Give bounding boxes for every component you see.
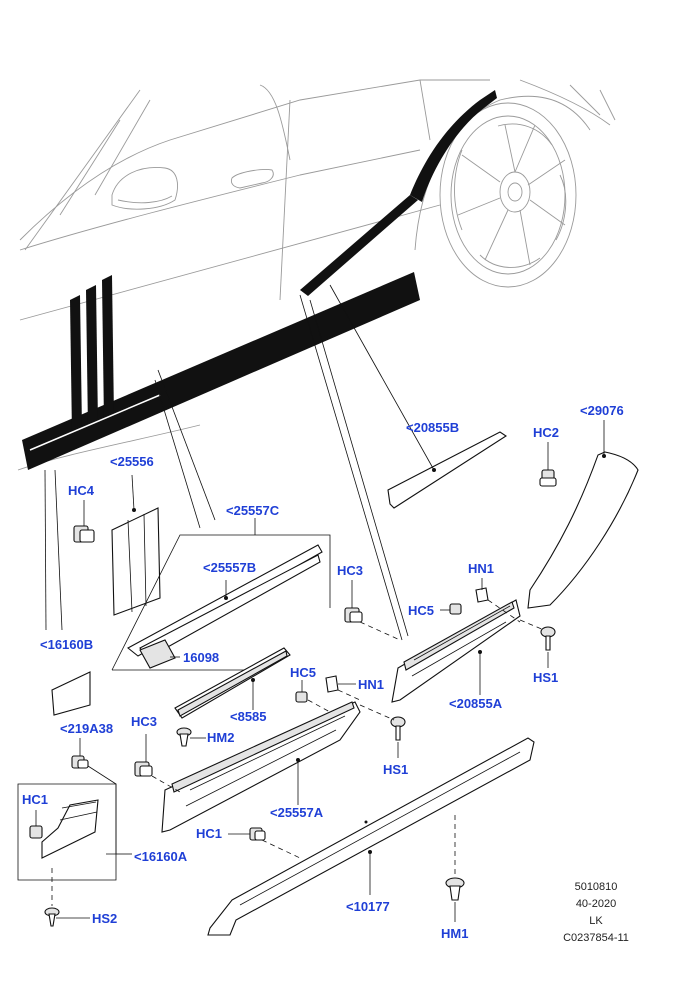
- label-25557C[interactable]: <25557C: [226, 503, 280, 518]
- label-hm2[interactable]: HM2: [207, 730, 234, 745]
- label-25557A[interactable]: <25557A: [270, 805, 324, 820]
- label-16160A[interactable]: <16160A: [134, 849, 188, 864]
- label-hc1-mid[interactable]: HC1: [196, 826, 222, 841]
- screw-hs1-upper[interactable]: [519, 619, 556, 668]
- nut-hn1-lower[interactable]: [325, 675, 361, 701]
- label-8585[interactable]: <8585: [230, 709, 267, 724]
- label-25557B[interactable]: <25557B: [203, 560, 256, 575]
- label-20855B[interactable]: <20855B: [406, 420, 459, 435]
- part-25557A[interactable]: [161, 701, 361, 833]
- label-hc5-upper[interactable]: HC5: [408, 603, 434, 618]
- part-8585[interactable]: [174, 647, 291, 719]
- clip-hm1[interactable]: [445, 815, 465, 922]
- label-hs2[interactable]: HS2: [92, 911, 117, 926]
- vehicle-body-outline: [17, 79, 616, 471]
- nut-hn1-upper[interactable]: [475, 578, 521, 623]
- label-hc3-upper[interactable]: HC3: [337, 563, 363, 578]
- part-16160B[interactable]: [44, 469, 91, 716]
- label-16160B[interactable]: <16160B: [40, 637, 93, 652]
- label-10177[interactable]: <10177: [346, 899, 390, 914]
- label-hc4[interactable]: HC4: [68, 483, 95, 498]
- label-29076[interactable]: <29076: [580, 403, 624, 418]
- part-25556[interactable]: [111, 474, 161, 616]
- clip-hc4[interactable]: [73, 500, 95, 543]
- decal-stripes: [22, 90, 497, 470]
- part-16098[interactable]: [139, 639, 180, 669]
- part-10177[interactable]: [207, 737, 535, 936]
- screw-hs1-lower[interactable]: [359, 704, 406, 758]
- label-hc1-left[interactable]: HC1: [22, 792, 48, 807]
- part-25557B[interactable]: [127, 544, 323, 659]
- label-hn1-lower[interactable]: HN1: [358, 677, 384, 692]
- part-29076[interactable]: [527, 420, 639, 609]
- label-hc5-lower[interactable]: HC5: [290, 665, 316, 680]
- clip-hc2[interactable]: [539, 442, 557, 487]
- label-hc2[interactable]: HC2: [533, 425, 559, 440]
- label-hm1[interactable]: HM1: [441, 926, 468, 941]
- label-hs1-upper[interactable]: HS1: [533, 670, 558, 685]
- part-16160A[interactable]: [41, 799, 99, 859]
- label-hs1-lower[interactable]: HS1: [383, 762, 408, 777]
- clip-hc5-upper[interactable]: [440, 603, 462, 615]
- label-16098[interactable]: 16098: [183, 650, 219, 665]
- clip-hc1-mid[interactable]: [228, 827, 301, 859]
- label-25556[interactable]: <25556: [110, 454, 154, 469]
- part-20855A[interactable]: [299, 294, 521, 703]
- clip-hc1-left[interactable]: [29, 810, 43, 839]
- screw-hs2[interactable]: [44, 868, 90, 927]
- meta-line-3: LK: [589, 915, 603, 927]
- meta-line-4: C0237854-11: [563, 932, 629, 944]
- leader-25557C-b: [154, 379, 201, 529]
- clip-hc3-lower[interactable]: [134, 734, 181, 793]
- part-20855B[interactable]: [329, 284, 508, 509]
- meta-line-1: 5010810: [575, 881, 618, 893]
- leader-25557C: [157, 369, 216, 521]
- label-219A38[interactable]: <219A38: [60, 721, 113, 736]
- meta-line-2: 40-2020: [576, 898, 616, 910]
- label-hn1-upper[interactable]: HN1: [468, 561, 494, 576]
- part-labels: <20855B <29076 HC2 <25556 HC4 <25557C <2…: [22, 403, 624, 941]
- kit-25557C-outline: [111, 518, 331, 671]
- label-hc3-lower[interactable]: HC3: [131, 714, 157, 729]
- clip-hc3-upper[interactable]: [344, 580, 401, 641]
- label-20855A[interactable]: <20855A: [449, 696, 503, 711]
- kit-16160A-outline: [17, 783, 132, 881]
- diagram-metadata: 5010810 40-2020 LK C0237854-11: [563, 881, 629, 944]
- clip-hc5-lower[interactable]: [295, 680, 331, 713]
- clip-hm2[interactable]: [176, 727, 206, 747]
